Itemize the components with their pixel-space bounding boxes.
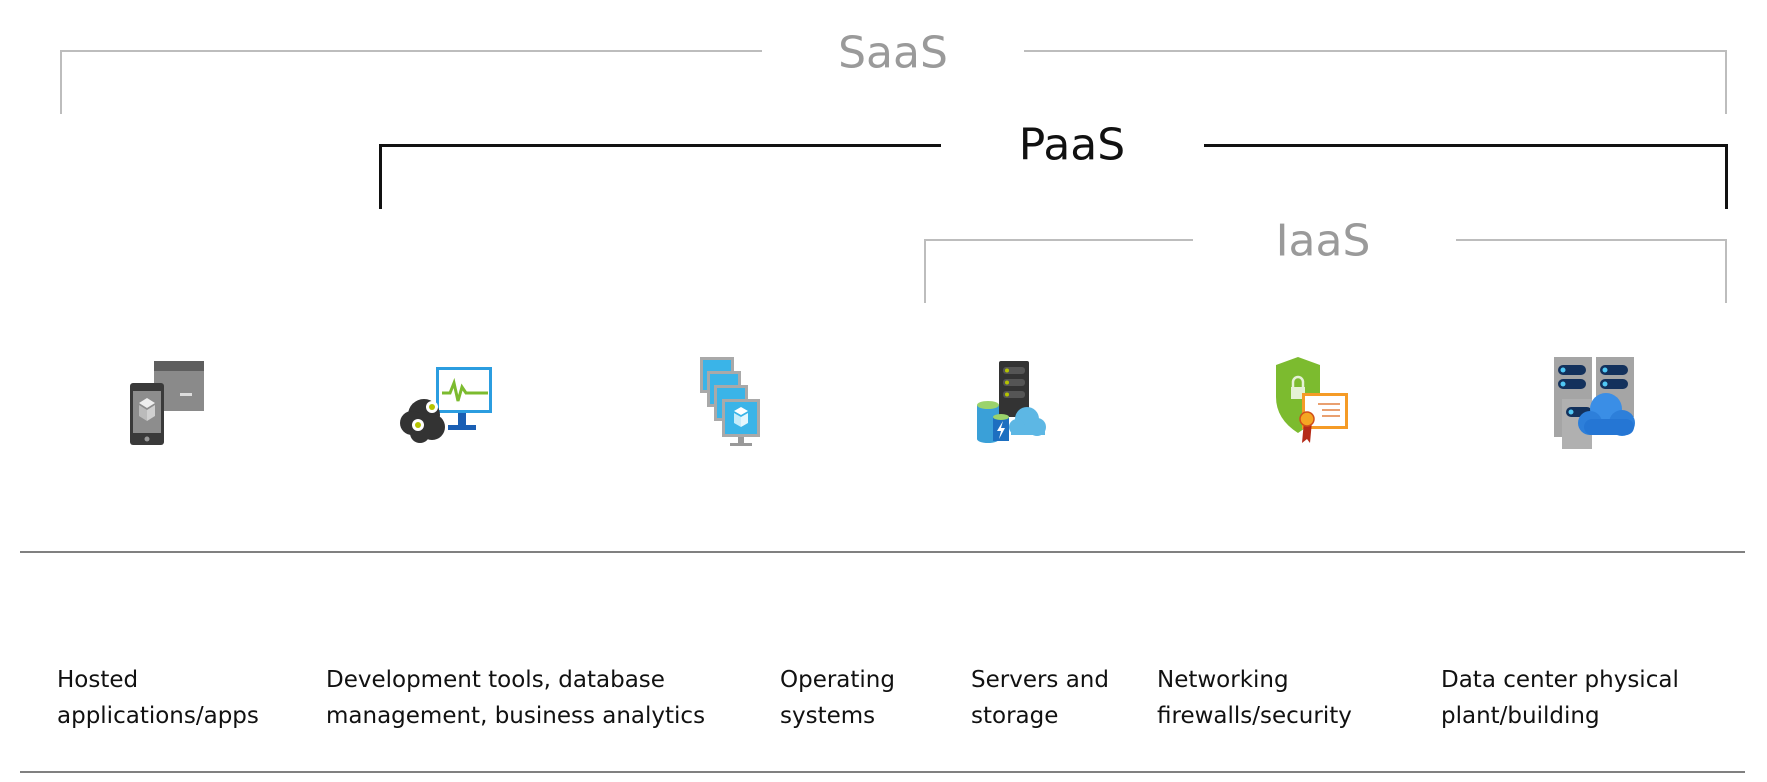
virtual-machines-icon <box>700 357 760 446</box>
paas-label: PaaS <box>1018 119 1126 171</box>
label-line: management, business analytics <box>326 703 706 729</box>
label-line: Networking <box>1157 667 1289 693</box>
label-line: Hosted <box>57 667 139 693</box>
label-line: systems <box>780 703 876 729</box>
label-line: plant/building <box>1441 703 1600 729</box>
label-networking: Networking firewalls/security <box>1157 662 1352 734</box>
label-line: Operating <box>780 667 895 693</box>
datacenter-cloud-icon <box>1554 357 1635 449</box>
label-servers-storage: Servers and storage <box>971 662 1109 734</box>
label-line: firewalls/security <box>1157 703 1352 729</box>
saas-label: SaaS <box>838 27 948 79</box>
label-line: applications/apps <box>57 703 259 729</box>
label-line: Development tools, database <box>326 667 665 693</box>
label-line: Servers and <box>971 667 1109 693</box>
top-divider <box>20 551 1745 553</box>
label-line: Data center physical <box>1441 667 1679 693</box>
label-dev-tools: Development tools, database management, b… <box>326 662 705 734</box>
bottom-divider <box>20 771 1745 773</box>
dev-tools-monitor-icon <box>400 367 492 443</box>
security-certificate-icon <box>1276 357 1348 443</box>
label-line: storage <box>971 703 1059 729</box>
label-datacenter: Data center physical plant/building <box>1441 662 1679 734</box>
mobile-app-icon <box>130 361 204 445</box>
iaas-label: IaaS <box>1275 215 1371 267</box>
label-hosted-apps: Hosted applications/apps <box>57 662 259 734</box>
server-storage-icon <box>977 361 1046 443</box>
label-operating-systems: Operating systems <box>780 662 895 734</box>
